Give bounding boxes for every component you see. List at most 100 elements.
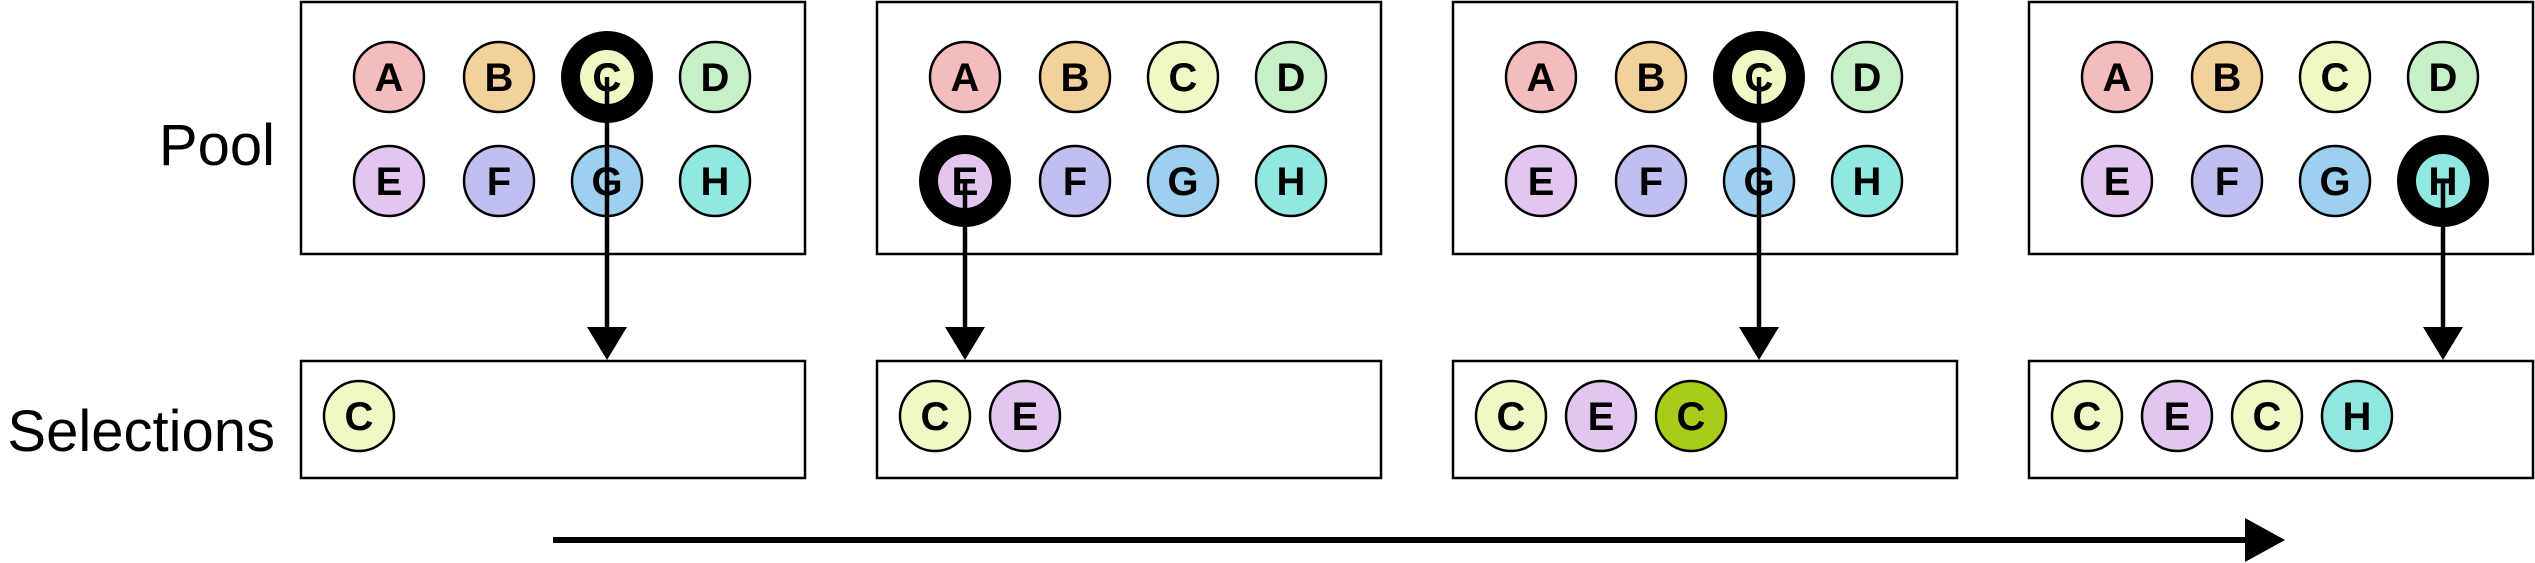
pool-node-d-letter: D bbox=[1277, 56, 1306, 100]
pool-node-b: B bbox=[1038, 40, 1112, 114]
selection-node-1-circle bbox=[322, 379, 396, 453]
pool-node-a: A bbox=[2080, 40, 2154, 114]
pool-node-g-letter: G bbox=[2319, 160, 2350, 204]
pool-node-f-circle bbox=[462, 144, 536, 218]
selections-row-label: Selections bbox=[7, 399, 275, 464]
pool-node-d-circle bbox=[2406, 40, 2480, 114]
pool-node-f: F bbox=[1614, 144, 1688, 218]
time-arrow-head bbox=[2245, 518, 2285, 562]
pool-node-f-letter: F bbox=[487, 160, 511, 204]
pool-node-b-letter: B bbox=[2213, 56, 2242, 100]
selection-node-1: C bbox=[2050, 379, 2124, 453]
pool-node-b-circle bbox=[462, 40, 536, 114]
pool-node-h-letter: H bbox=[2429, 160, 2458, 204]
pool-node-g-letter: G bbox=[1167, 160, 1198, 204]
step-1: ABCDEFGHCC bbox=[299, 0, 807, 480]
pool-node-g-circle bbox=[2298, 144, 2372, 218]
pool-node-a-letter: A bbox=[951, 56, 980, 100]
pool-node-e-circle bbox=[2080, 144, 2154, 218]
pool-node-e-letter: E bbox=[952, 160, 979, 204]
pool-node-c-letter: C bbox=[593, 56, 622, 100]
pool-node-e-letter: E bbox=[376, 160, 403, 204]
pool-node-c-circle bbox=[2298, 40, 2372, 114]
pool-node-g: G bbox=[1146, 144, 1220, 218]
pool-node-c: C bbox=[2298, 40, 2372, 114]
pick-arrow-head bbox=[587, 327, 627, 360]
pool-node-e: E bbox=[352, 144, 426, 218]
pool-node-b-letter: B bbox=[1061, 56, 1090, 100]
pool-node-a-circle bbox=[1504, 40, 1578, 114]
selection-node-2-circle bbox=[1564, 379, 1638, 453]
pool-node-g: G bbox=[2298, 144, 2372, 218]
pick-arrow-head bbox=[945, 327, 985, 360]
pool-node-h-letter: H bbox=[1853, 160, 1882, 204]
pool-node-c-circle bbox=[1146, 40, 1220, 114]
selection-node-1: C bbox=[322, 379, 396, 453]
pool-node-b: B bbox=[462, 40, 536, 114]
pool-node-f: F bbox=[2190, 144, 2264, 218]
selection-node-3-circle bbox=[1654, 379, 1728, 453]
pool-row-label: Pool bbox=[159, 113, 275, 178]
pool-node-e-letter: E bbox=[2104, 160, 2131, 204]
selection-node-1-circle bbox=[1474, 379, 1548, 453]
pool-node-f: F bbox=[1038, 144, 1112, 218]
selection-node-4: H bbox=[2320, 379, 2394, 453]
pool-node-b-circle bbox=[1038, 40, 1112, 114]
selection-node-2-circle bbox=[2140, 379, 2214, 453]
pool-node-h-circle bbox=[1830, 144, 1904, 218]
pool-node-a: A bbox=[352, 40, 426, 114]
pool-node-d: D bbox=[2406, 40, 2480, 114]
selection-node-2-letter: E bbox=[1588, 395, 1615, 439]
selection-node-2-circle bbox=[988, 379, 1062, 453]
pool-node-g-circle bbox=[1146, 144, 1220, 218]
pool-node-f-circle bbox=[1038, 144, 1112, 218]
pool-node-f-letter: F bbox=[2215, 160, 2239, 204]
pool-node-a: A bbox=[928, 40, 1002, 114]
pool-node-a-letter: A bbox=[375, 56, 404, 100]
pool-node-b-letter: B bbox=[1637, 56, 1666, 100]
pool-panel bbox=[1451, 0, 1959, 256]
selection-node-3-letter: C bbox=[2253, 395, 2282, 439]
pool-node-d-circle bbox=[1254, 40, 1328, 114]
pool-node-f-letter: F bbox=[1063, 160, 1087, 204]
pool-node-a-circle bbox=[928, 40, 1002, 114]
selection-node-1-circle bbox=[898, 379, 972, 453]
step-4: ABCDEFGHHCECH bbox=[2027, 0, 2535, 480]
pool-node-d-letter: D bbox=[1853, 56, 1882, 100]
selection-node-2: E bbox=[2140, 379, 2214, 453]
pool-node-d-letter: D bbox=[2429, 56, 2458, 100]
pool-node-b-letter: B bbox=[485, 56, 514, 100]
selection-node-4-letter: H bbox=[2343, 395, 2372, 439]
selection-node-2: E bbox=[1564, 379, 1638, 453]
pool-node-f-circle bbox=[2190, 144, 2264, 218]
pool-node-d-letter: D bbox=[701, 56, 730, 100]
pool-node-a-letter: A bbox=[2103, 56, 2132, 100]
step-3: ABCDEFGHCCEC bbox=[1451, 0, 1959, 480]
pool-node-c-letter: C bbox=[2321, 56, 2350, 100]
selection-node-1-circle bbox=[2050, 379, 2124, 453]
pool-node-d: D bbox=[1254, 40, 1328, 114]
pool-node-b: B bbox=[2190, 40, 2264, 114]
pool-node-d: D bbox=[1830, 40, 1904, 114]
selection-node-1-letter: C bbox=[1497, 395, 1526, 439]
selection-node-2-letter: E bbox=[2164, 395, 2191, 439]
selection-node-1: C bbox=[898, 379, 972, 453]
pool-node-d: D bbox=[678, 40, 752, 114]
pool-node-h: H bbox=[1254, 144, 1328, 218]
pool-node-h-circle bbox=[1254, 144, 1328, 218]
step-2: ABCDEFGHECE bbox=[875, 0, 1383, 480]
pool-node-a-letter: A bbox=[1527, 56, 1556, 100]
selection-node-3: C bbox=[1654, 379, 1728, 453]
pool-node-e: E bbox=[2080, 144, 2154, 218]
pool-node-c-letter: C bbox=[1745, 56, 1774, 100]
pool-node-b-circle bbox=[1614, 40, 1688, 114]
pool-node-c: C bbox=[561, 31, 653, 123]
pool-panel bbox=[299, 0, 807, 256]
pool-node-f-circle bbox=[1614, 144, 1688, 218]
selection-node-4-circle bbox=[2320, 379, 2394, 453]
pool-node-h-letter: H bbox=[1277, 160, 1306, 204]
pool-node-e: E bbox=[1504, 144, 1578, 218]
pool-node-h: H bbox=[678, 144, 752, 218]
time-arrow bbox=[553, 518, 2285, 562]
selection-node-3-letter: C bbox=[1677, 395, 1706, 439]
